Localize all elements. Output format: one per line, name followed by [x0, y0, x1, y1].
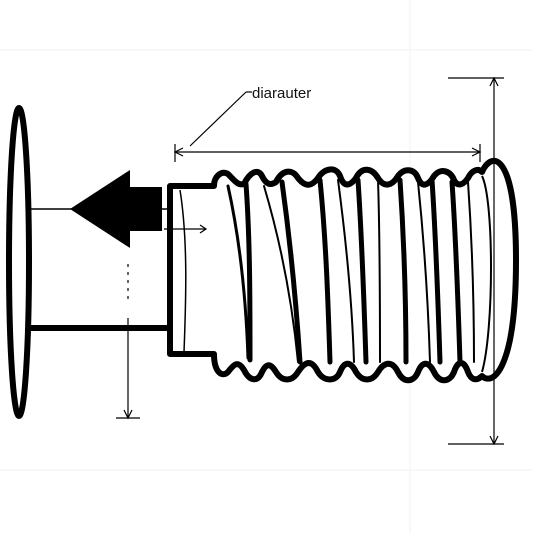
head-flange: [6, 105, 32, 419]
diameter-dimension: [448, 76, 504, 446]
vertical-dimension-marker: [116, 264, 140, 420]
thread-crests: [226, 177, 475, 365]
tip-rim: [481, 175, 492, 373]
inner-sleeve-line: [179, 189, 187, 353]
internal-arrow: [164, 224, 208, 234]
direction-arrow: [70, 170, 162, 248]
annotation-label: diarauter: [252, 85, 311, 102]
annotation-leader: [189, 91, 252, 147]
threaded-body: [167, 157, 519, 384]
length-dimension: [173, 144, 482, 162]
